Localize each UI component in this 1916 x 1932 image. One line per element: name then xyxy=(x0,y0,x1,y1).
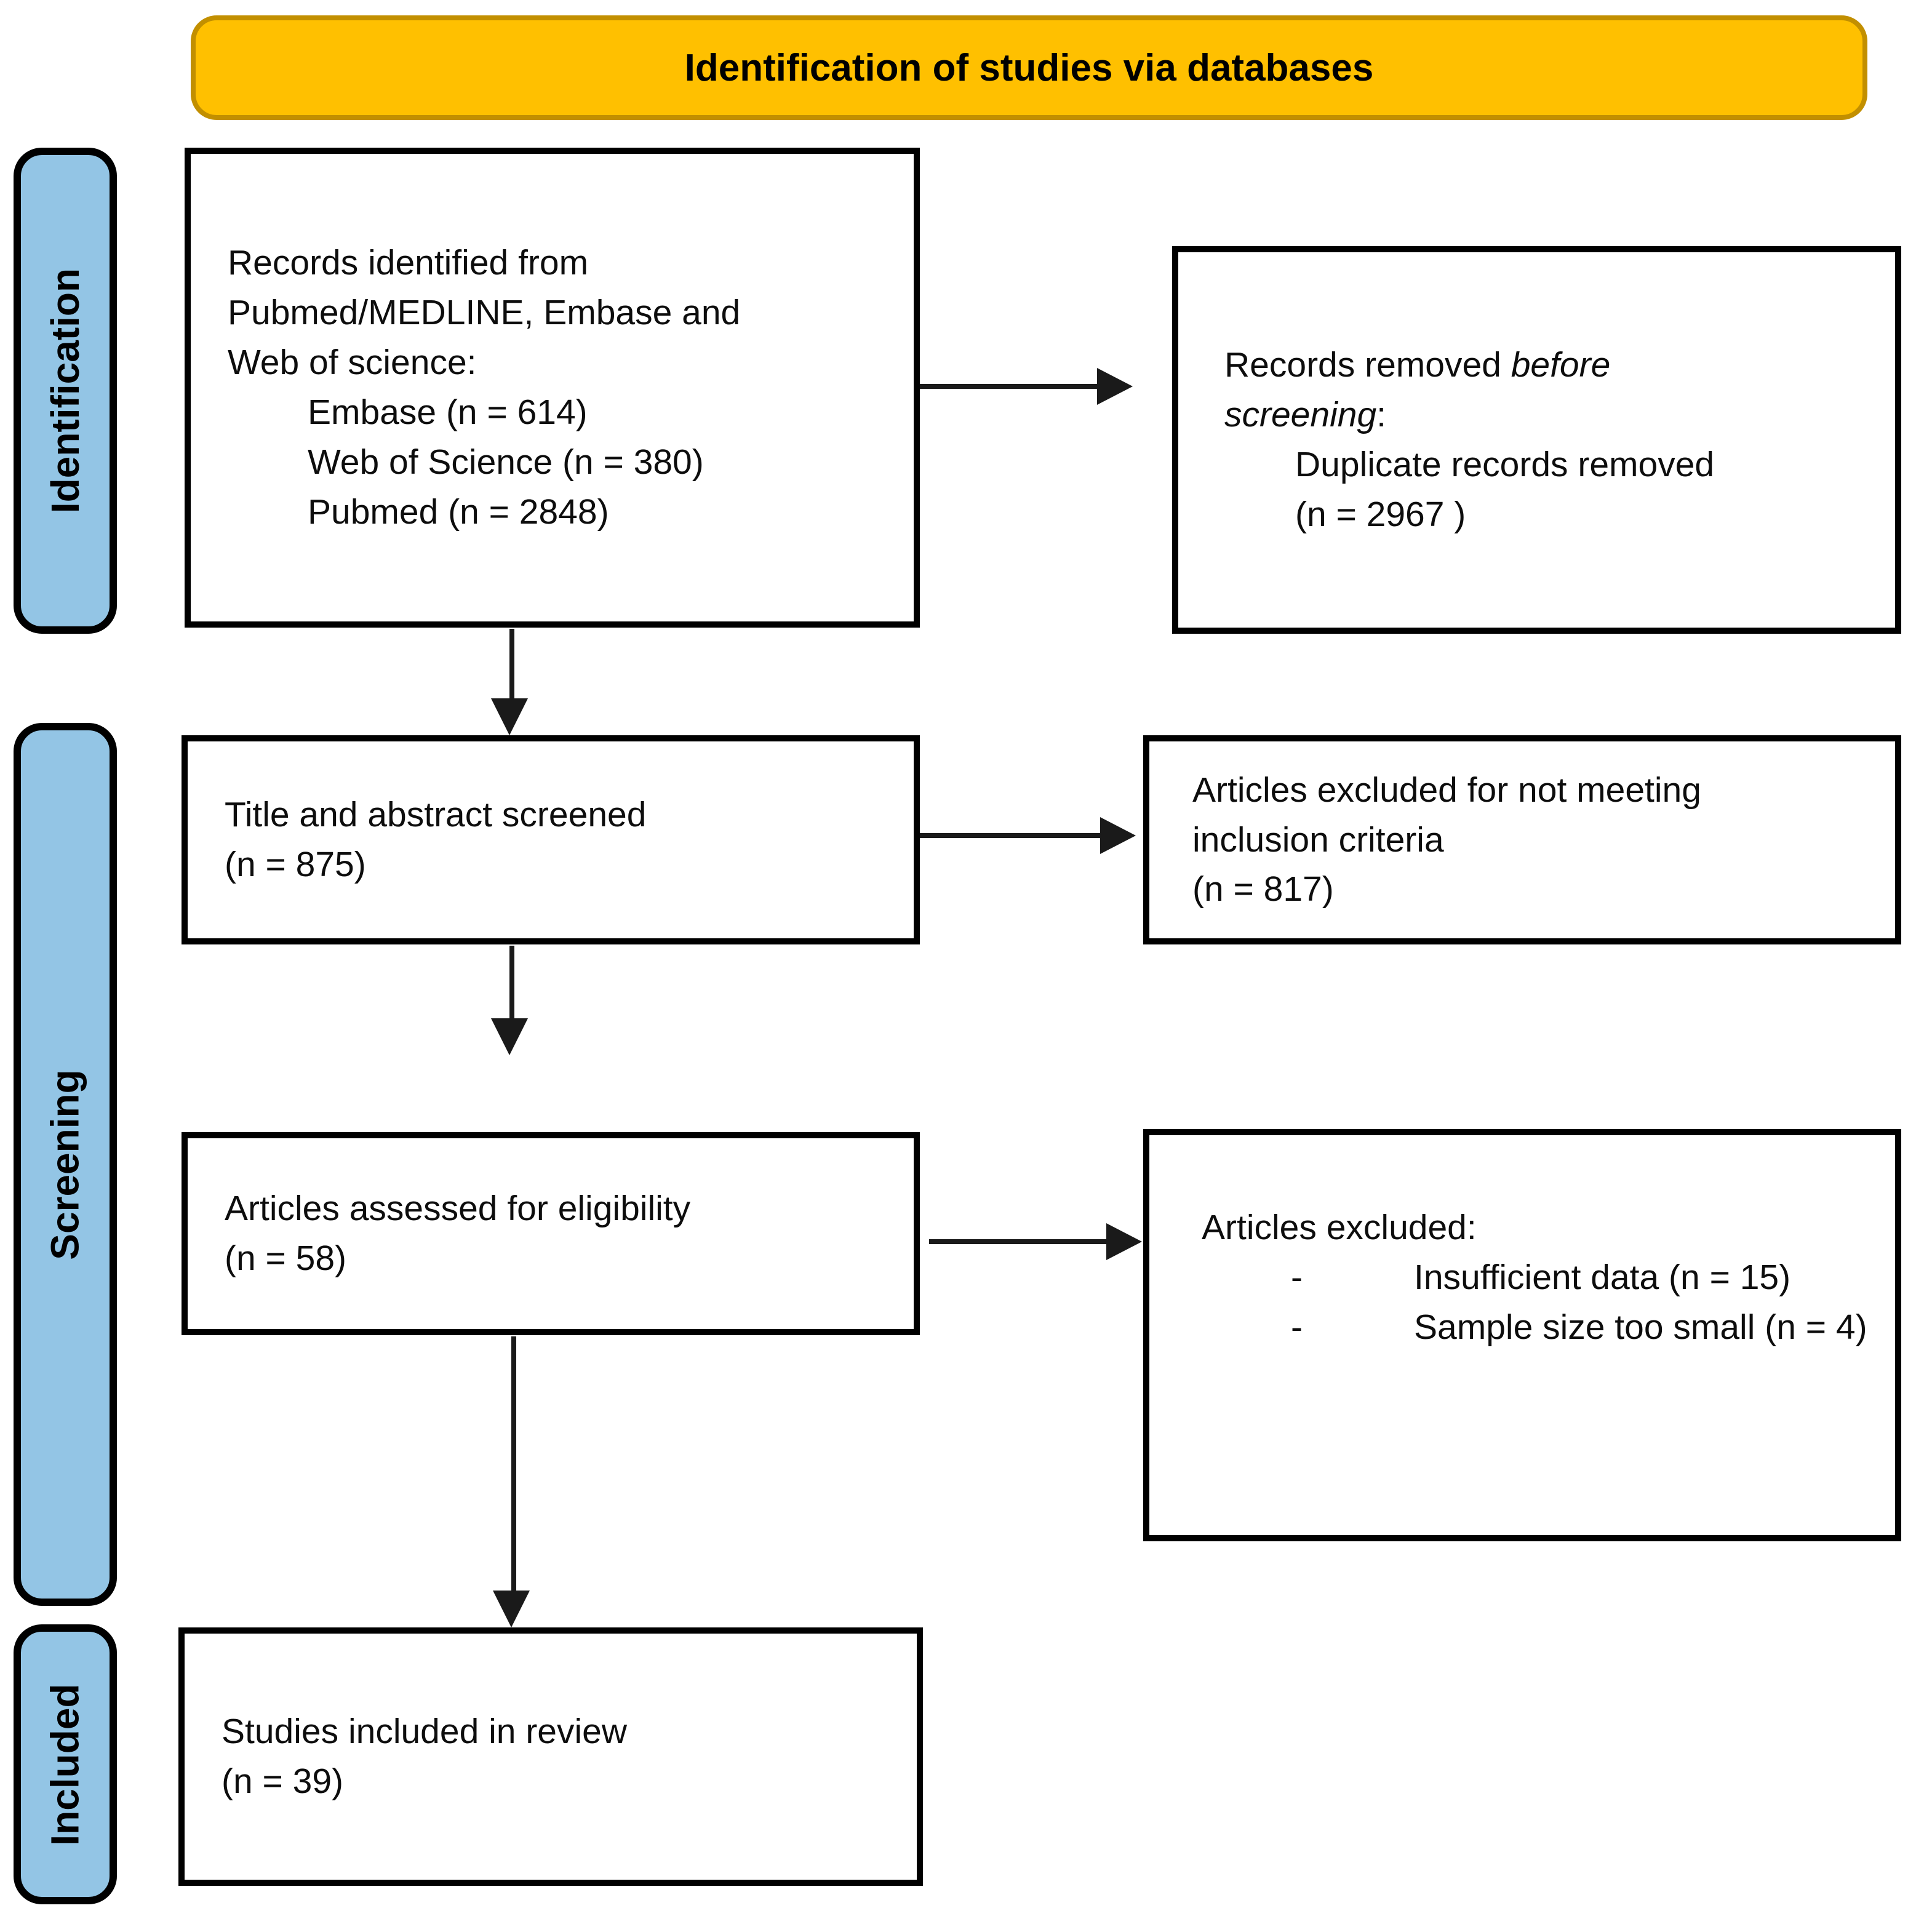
arrowhead-records-to-screened xyxy=(491,698,528,735)
records-removed-line2: screening: xyxy=(1224,395,1386,435)
flow-box-articles-excluded: Articles excluded: - Insufficient data (… xyxy=(1143,1129,1901,1541)
records-removed-duplicates: Duplicate records removed xyxy=(1295,445,1715,484)
assessed-line: Articles assessed for eligibility xyxy=(225,1189,691,1229)
flow-box-assessed-eligibility: Articles assessed for eligibility (n = 5… xyxy=(182,1132,920,1335)
stage-label-included-text: Included xyxy=(43,1683,87,1846)
screened-count: (n = 875) xyxy=(225,845,366,884)
flow-box-title-abstract-screened: Title and abstract screened (n = 875) xyxy=(182,735,920,944)
stage-label-identification-text: Identification xyxy=(43,268,87,514)
records-removed-line1: Records removed before xyxy=(1224,345,1611,385)
records-identified-item-embase: Embase (n = 614) xyxy=(308,393,588,432)
included-line: Studies included in review xyxy=(222,1712,628,1752)
banner-title: Identification of studies via databases xyxy=(191,15,1867,120)
records-identified-line: Pubmed/MEDLINE, Embase and xyxy=(228,293,741,333)
arrowhead-assessed-to-included xyxy=(493,1591,530,1627)
stage-label-screening: Screening xyxy=(14,723,117,1606)
arrow-line-screened-to-excluded xyxy=(920,833,1101,838)
banner-title-text: Identification of studies via databases xyxy=(684,46,1374,89)
excluded-criteria-count: (n = 817) xyxy=(1192,869,1334,909)
flow-box-records-removed: Records removed before screening: Duplic… xyxy=(1172,246,1901,634)
records-identified-item-wos: Web of Science (n = 380) xyxy=(308,442,704,482)
records-identified-item-pubmed: Pubmed (n = 2848) xyxy=(308,492,609,532)
records-identified-line: Web of science: xyxy=(228,343,477,383)
articles-excluded-title: Articles excluded: xyxy=(1202,1208,1477,1247)
excluded-criteria-line: Articles excluded for not meeting xyxy=(1192,770,1701,810)
flow-box-studies-included: Studies included in review (n = 39) xyxy=(178,1627,923,1886)
bullet-dash: - xyxy=(1291,1257,1303,1297)
records-identified-line: Records identified from xyxy=(228,243,589,283)
flow-box-records-identified: Records identified from Pubmed/MEDLINE, … xyxy=(185,148,920,628)
arrowhead-assessed-to-excluded xyxy=(1106,1223,1142,1260)
screened-line: Title and abstract screened xyxy=(225,795,647,835)
arrowhead-records-to-removed xyxy=(1097,368,1133,405)
arrow-line-records-to-screened xyxy=(509,629,514,700)
arrow-line-assessed-to-included xyxy=(511,1336,516,1592)
included-count: (n = 39) xyxy=(222,1762,344,1801)
flow-box-excluded-inclusion-criteria: Articles excluded for not meeting inclus… xyxy=(1143,735,1901,944)
stage-label-screening-text: Screening xyxy=(43,1069,87,1260)
bullet-dash: - xyxy=(1291,1307,1303,1347)
stage-label-identification: Identification xyxy=(14,148,117,634)
arrowhead-screened-to-assessed xyxy=(491,1018,528,1055)
arrow-line-assessed-to-excluded xyxy=(929,1239,1108,1244)
arrow-line-screened-to-assessed xyxy=(509,946,514,1020)
articles-excluded-bullet-insufficient-data: - Insufficient data (n = 15) xyxy=(1291,1253,1870,1303)
records-removed-count: (n = 2967 ) xyxy=(1295,494,1466,534)
excluded-criteria-line: inclusion criteria xyxy=(1192,820,1444,860)
arrowhead-screened-to-excluded xyxy=(1100,817,1136,854)
stage-label-included: Included xyxy=(14,1624,117,1904)
arrow-line-records-to-removed xyxy=(920,384,1098,389)
assessed-count: (n = 58) xyxy=(225,1239,347,1278)
articles-excluded-bullet-sample-size: - Sample size too small (n = 4) xyxy=(1291,1303,1870,1352)
